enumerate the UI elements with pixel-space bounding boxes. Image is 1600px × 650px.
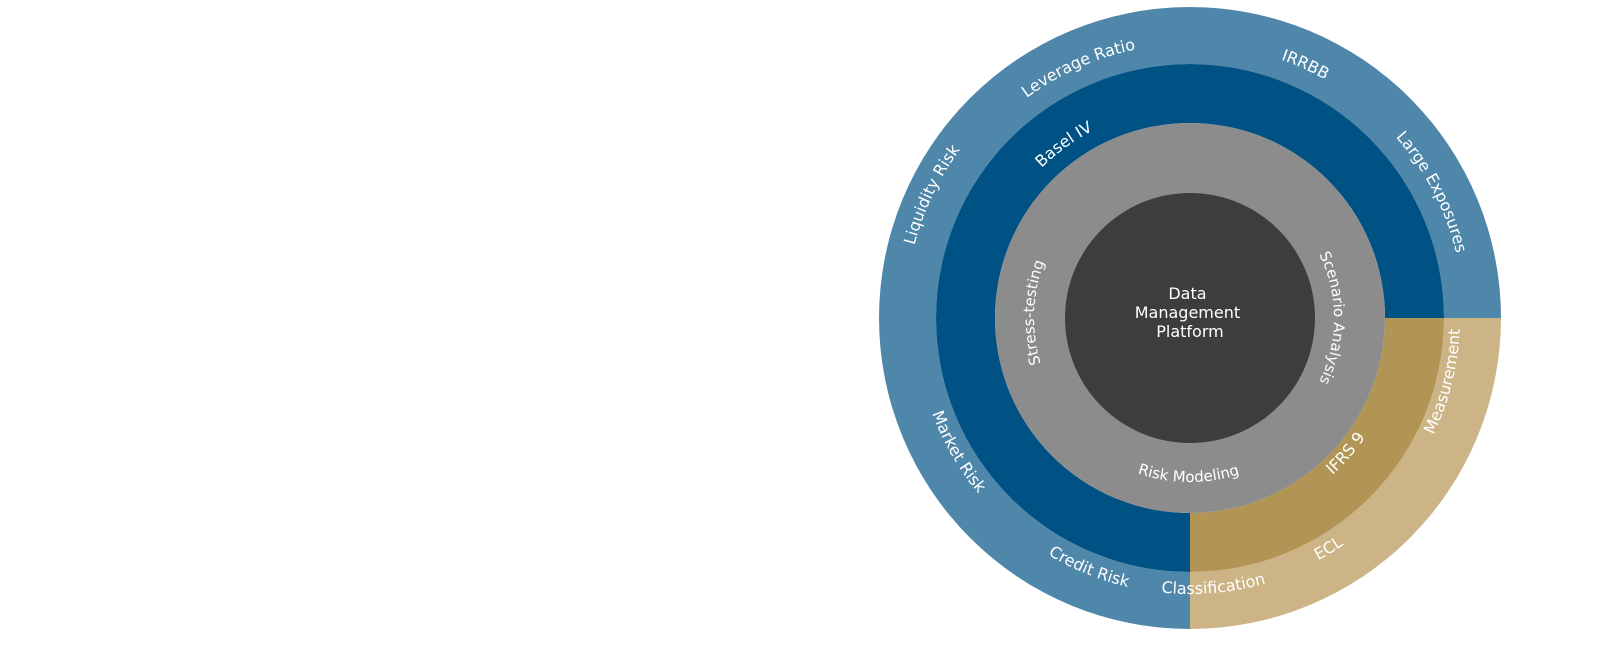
center-title-line-3: Platform bbox=[1156, 322, 1223, 341]
middle-ring-ifrs-segment bbox=[1190, 318, 1444, 572]
platform-core bbox=[1065, 193, 1315, 443]
center-title-line-1: Data bbox=[1168, 284, 1206, 303]
center-title-line-2: Management bbox=[1135, 303, 1240, 322]
outer-ring-accounting-segment bbox=[1190, 318, 1501, 629]
center-title: Data Management Platform bbox=[1135, 284, 1246, 341]
